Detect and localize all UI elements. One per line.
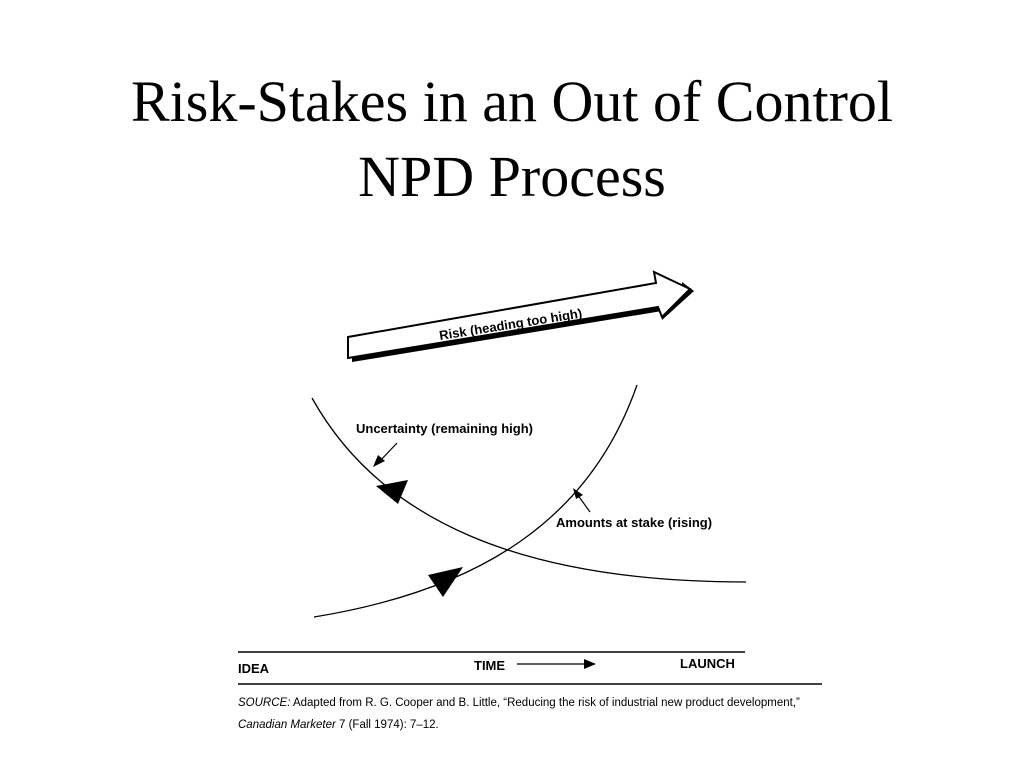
stakes-direction-marker bbox=[428, 567, 463, 597]
title-line-1: Risk-Stakes in an Out of Control bbox=[130, 69, 893, 134]
source-text: Adapted from R. G. Cooper and B. Little,… bbox=[290, 697, 800, 709]
axis-end-label: LAUNCH bbox=[680, 656, 735, 671]
source-journal: Canadian Marketer bbox=[238, 719, 336, 731]
time-arrow-head bbox=[584, 659, 596, 669]
uncertainty-pointer-head bbox=[373, 455, 385, 467]
stakes-label: Amounts at stake (rising) bbox=[556, 515, 712, 530]
source-prefix: SOURCE: bbox=[238, 697, 291, 709]
source-citation-details: 7 (Fall 1974): 7–12. bbox=[335, 719, 439, 731]
axis-middle-label: TIME bbox=[474, 658, 505, 673]
slide-title: Risk-Stakes in an Out of Control NPD Pro… bbox=[0, 64, 1024, 214]
stakes-pointer-head bbox=[573, 488, 583, 499]
source-citation: SOURCE: Adapted from R. G. Cooper and B.… bbox=[238, 692, 828, 736]
risk-arrow: Risk (heading too high) bbox=[347, 270, 694, 362]
uncertainty-label: Uncertainty (remaining high) bbox=[356, 421, 533, 436]
uncertainty-direction-marker bbox=[376, 480, 408, 504]
title-line-2: NPD Process bbox=[358, 144, 666, 209]
stakes-curve bbox=[313, 384, 638, 618]
risk-arrow-body bbox=[347, 270, 692, 360]
axis-start-label: IDEA bbox=[238, 661, 270, 676]
uncertainty-curve bbox=[311, 397, 747, 583]
